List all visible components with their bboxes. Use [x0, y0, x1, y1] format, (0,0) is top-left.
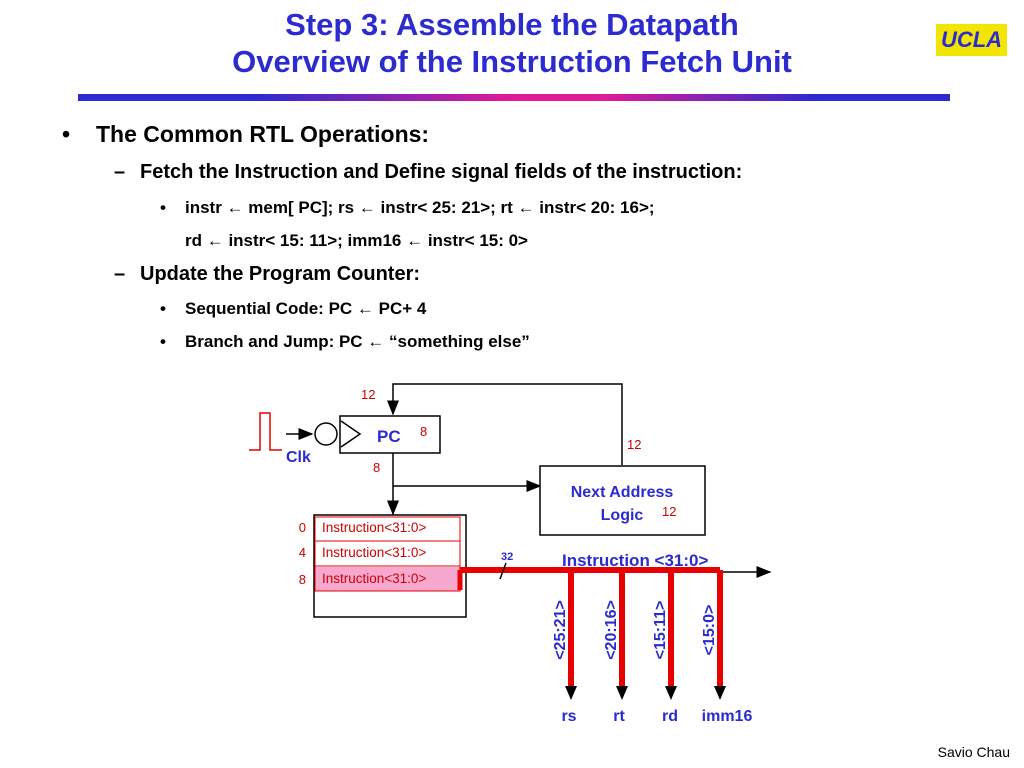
field-rt: rt	[613, 708, 625, 725]
annotation-8-out: 8	[373, 460, 380, 475]
bus-width-label: 32	[501, 551, 513, 563]
bullet-update-pc: Update the Program Counter:	[140, 263, 421, 285]
bullet-sequential: Sequential Code: PC ← PC+ 4	[185, 299, 427, 318]
annotation-8-pc: 8	[420, 424, 427, 439]
range-20-16: <20:16>	[603, 600, 620, 660]
annotation-12-logic: 12	[662, 504, 676, 519]
title-line-1: Step 3: Assemble the Datapath	[285, 7, 739, 42]
clock-pulse-icon	[249, 412, 282, 451]
bullet-rtl-operations: The Common RTL Operations:	[96, 121, 430, 147]
title-divider	[78, 94, 950, 101]
bullet-rtl-instr-cont: rd ← instr< 15: 11>; imm16 ← instr< 15: …	[185, 231, 528, 250]
bullet-branch-jump: Branch and Jump: PC ← “something else”	[185, 332, 530, 351]
range-15-0: <15:0>	[701, 605, 718, 656]
bullet-fetch-instruction: Fetch the Instruction and Define signal …	[140, 161, 743, 183]
arrow-rd-icon	[665, 686, 677, 700]
bullet-dot: •	[62, 121, 71, 147]
memory-addr-8: 8	[299, 572, 306, 587]
range-15-11: <15:11>	[652, 601, 669, 660]
memory-addr-4: 4	[299, 545, 306, 560]
bus-width-slash	[499, 562, 507, 580]
field-imm16: imm16	[702, 708, 753, 725]
slide-title: Step 3: Assemble the Datapath Overview o…	[0, 6, 1024, 80]
footer-author: Savio Chau	[937, 744, 1010, 760]
next-address-logic-block	[539, 465, 706, 536]
title-line-2: Overview of the Instruction Fetch Unit	[232, 44, 792, 79]
arrow-rs-icon	[565, 686, 577, 700]
memory-row-highlight	[315, 567, 460, 591]
range-25-21: <25:21>	[552, 600, 569, 660]
dash-marker: –	[114, 161, 126, 183]
clk-inverter-bubble	[314, 422, 338, 446]
bullet-dot: •	[160, 198, 166, 217]
next-pc-wire	[387, 383, 623, 465]
dash-marker: –	[114, 263, 126, 285]
bus-label: Instruction <31:0>	[562, 551, 709, 570]
annotation-12-top: 12	[361, 387, 375, 402]
field-rs: rs	[561, 708, 576, 725]
clock-edge-icon	[340, 420, 362, 448]
pc-register	[339, 415, 441, 454]
arrow-imm16-icon	[714, 686, 726, 700]
memory-row-4: Instruction<31:0>	[322, 545, 426, 560]
pc-label: PC	[377, 427, 401, 446]
bullet-dot: •	[160, 299, 166, 318]
annotation-12-right: 12	[627, 437, 641, 452]
arrow-rt-icon	[616, 686, 628, 700]
bullet-rtl-instr: instr ← mem[ PC]; rs ← instr< 25: 21>; r…	[185, 198, 655, 217]
memory-row-0: Instruction<31:0>	[322, 520, 426, 535]
ucla-logo: UCLA	[936, 24, 1007, 56]
memory-row-8: Instruction<31:0>	[322, 571, 426, 586]
memory-addr-0: 0	[299, 520, 306, 535]
next-address-label: Next Address	[571, 484, 674, 501]
bullet-dot: •	[160, 332, 166, 351]
logic-label: Logic	[601, 507, 644, 524]
field-rd: rd	[662, 708, 678, 725]
clk-label: Clk	[286, 449, 311, 466]
memory-rows-frame	[314, 516, 461, 592]
